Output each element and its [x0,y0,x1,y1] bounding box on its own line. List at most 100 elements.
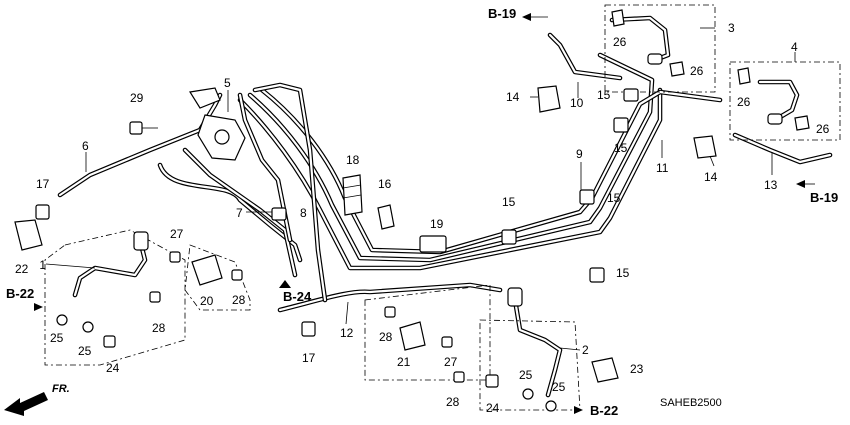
b22-right-arrow-icon [574,406,583,414]
label-p11: 11 [656,161,669,175]
label-p27a: 27 [170,227,184,241]
label-p3: 3 [728,21,735,35]
clip-19 [419,235,447,253]
label-p17a: 17 [36,177,50,191]
bolt-29 [129,121,143,135]
label-p19: 19 [430,217,444,231]
label-p28a: 28 [152,321,166,335]
hose-end-1 [133,231,149,251]
label-p25a: 25 [50,331,64,345]
front-arrow-icon [4,392,48,416]
washer-25a [56,314,68,326]
upper-left-pipes [57,82,328,303]
label-p12: 12 [340,326,354,340]
label-p15c: 15 [607,191,621,205]
label-p22: 22 [15,262,29,276]
label-p28d: 28 [446,395,460,409]
clip-17b [301,321,316,337]
label-p26c: 26 [737,95,751,109]
clip-15e [589,267,605,283]
bolt-28-left [149,291,161,303]
bracket-23 [591,357,619,383]
label-p28c: 28 [379,330,393,344]
label-p24a: 24 [106,361,120,375]
label-p26a: 26 [613,35,627,49]
label-p9: 9 [576,147,583,161]
label-p14b: 14 [704,170,718,184]
hose-end-4 [767,113,783,125]
front-label: FR. [52,383,70,395]
components [14,9,810,412]
clip-26d [794,115,810,131]
label-p5: 5 [224,76,231,90]
ref-b19-top: B-19 [488,6,516,21]
rear-brake-hoses [72,237,563,398]
label-p28b: 28 [232,293,246,307]
label-p25d: 25 [552,380,566,394]
label-p4: 4 [791,40,798,54]
bracket-21 [399,321,426,351]
ref-b19-right: B-19 [810,190,838,205]
clip-26b [669,61,685,77]
label-p25c: 25 [519,368,533,382]
reference-labels: B-19 B-19 B-22 B-22 B-24 SAHEB2500 FR. [6,6,838,418]
ref-b22-left: B-22 [6,286,34,301]
b22-left-arrow-icon [34,303,43,311]
label-p1: 1 [39,258,46,272]
label-p26d: 26 [816,122,830,136]
bolt-28-bottom [453,371,465,383]
label-p15d: 15 [502,195,516,209]
label-p15a: 15 [597,88,611,102]
label-p21: 21 [397,355,411,369]
label-p23: 23 [630,362,644,376]
label-p8: 8 [300,206,307,220]
mount-14b [693,135,717,159]
washer-25b [82,321,94,333]
label-p17b: 17 [302,351,316,365]
label-p14a: 14 [506,90,520,104]
clip-16 [377,204,395,230]
label-p29: 29 [130,91,144,105]
label-p25b: 25 [78,344,92,358]
bolt-27-center [441,336,453,348]
ref-b22-right: B-22 [590,403,618,418]
diagram-code: SAHEB2500 [660,397,722,409]
hose-end-3 [647,53,663,65]
label-p26b: 26 [690,64,704,78]
main-pipe-bundle [237,32,723,313]
hose-end-2 [507,287,523,307]
clip-26a [611,9,625,27]
label-p10: 10 [570,96,584,110]
label-p24b: 24 [486,401,500,415]
group-outlines [44,4,841,411]
clip-15d [501,229,517,245]
bracket-22 [14,219,43,251]
b24-arrow-icon [279,280,291,288]
washer-25c [522,388,534,400]
clip-15a [623,88,639,102]
clip-15b [613,117,629,133]
b19-top-arrow-icon [522,13,531,21]
clip-15c [579,189,595,205]
bolt-27-left [169,251,181,263]
three-way-joint [271,207,287,221]
label-p16: 16 [378,177,392,191]
bolt-24-left [103,335,116,348]
label-p18: 18 [346,153,360,167]
clip-18 [342,174,363,216]
label-p7: 7 [236,206,243,220]
label-p2: 2 [582,343,589,357]
bolt-24-right [485,374,499,388]
label-p6: 6 [82,139,89,153]
part-labels: 1 2 3 4 5 6 7 8 9 10 11 12 13 14 14 15 1… [15,21,830,415]
bolt-28-center [384,306,396,318]
bracket-20 [191,254,223,286]
label-p13: 13 [764,178,778,192]
ref-b24: B-24 [283,289,312,304]
label-p27b: 27 [444,355,458,369]
clip-17a [35,204,50,220]
arrows [4,13,815,416]
leader-lines [45,27,796,351]
label-p20: 20 [200,294,214,308]
